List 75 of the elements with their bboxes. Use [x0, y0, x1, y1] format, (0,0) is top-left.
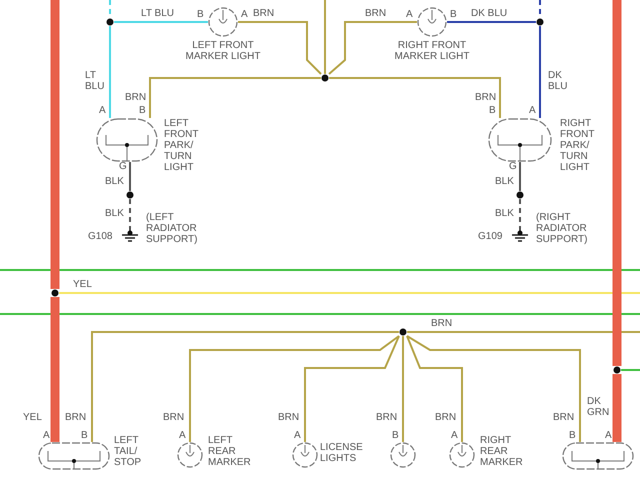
wire	[328, 21, 417, 75]
lamp-label: LEFT FRONT MARKER LIGHT	[184, 40, 262, 62]
lamp-label: RIGHT FRONT PARK/ TURN LIGHT	[560, 118, 594, 173]
lamp-label: LICENSE LIGHTS	[320, 442, 363, 464]
wire	[149, 77, 321, 118]
wire	[621, 369, 640, 371]
wire	[406, 336, 463, 442]
pin-label: A	[605, 430, 612, 441]
wire	[109, 26, 111, 118]
wire	[129, 199, 131, 228]
pin-label: A	[43, 430, 50, 441]
lamp-label: RIGHT REAR MARKER	[480, 435, 523, 468]
pin-label: A	[529, 105, 536, 116]
wire	[406, 335, 581, 442]
pin-label: B	[139, 105, 146, 116]
wire-label: YEL	[22, 412, 43, 423]
wire	[519, 199, 521, 228]
wire	[50, 297, 60, 442]
pin-label: B	[197, 9, 204, 20]
wire	[519, 162, 521, 191]
wire-label: BRN	[364, 8, 388, 19]
wire-label: BRN	[277, 412, 300, 423]
wire	[612, 374, 622, 442]
wire-label: BLK	[104, 208, 125, 219]
wire	[402, 336, 404, 442]
lamp-label: LEFT REAR MARKER	[208, 435, 251, 468]
pin-label: A	[179, 430, 186, 441]
wire-label: BRN	[474, 92, 498, 103]
wire-label: YEL	[72, 279, 93, 290]
wire	[407, 331, 640, 333]
pin-label: B	[392, 430, 399, 441]
wire-label: BRN	[124, 92, 148, 103]
lamp-label: LEFT FRONT PARK/ TURN LIGHT	[164, 118, 198, 173]
wire	[329, 77, 501, 118]
wire	[50, 0, 60, 289]
wire	[447, 21, 536, 23]
wire-label: BRN	[434, 412, 458, 423]
pin-label: B	[569, 430, 576, 441]
wire	[324, 0, 326, 74]
pin-label: A	[294, 430, 301, 441]
wire	[129, 162, 131, 191]
pin-label: G	[119, 161, 127, 172]
wire-label: BLK	[104, 176, 125, 187]
lamp-label: RIGHT FRONT MARKER LIGHT	[393, 40, 470, 62]
pin-label: G	[509, 161, 517, 172]
wire-label: BRN	[430, 318, 454, 329]
wire	[238, 21, 322, 75]
wire-label: BRN	[375, 412, 398, 423]
wire-label: LT BLU	[140, 8, 175, 19]
ground-label: (LEFT RADIATOR SUPPORT)	[146, 212, 198, 245]
wire-label: DK BLU	[470, 8, 508, 19]
pin-label: A	[451, 430, 458, 441]
wire-label: BRN	[162, 412, 186, 423]
wire-label: BRN	[252, 8, 276, 19]
ground-label: G109	[478, 231, 502, 242]
wire-label: BLK	[494, 208, 515, 219]
wire	[189, 335, 400, 442]
wire-label: BRN	[552, 412, 576, 423]
pin-label: B	[489, 105, 496, 116]
ground-label: G108	[88, 231, 112, 242]
pin-label: B	[81, 430, 88, 441]
wire	[539, 26, 541, 118]
wire-label: BLK	[494, 176, 515, 187]
pin-label: A	[241, 9, 248, 20]
wire	[304, 336, 400, 442]
pin-label: A	[99, 105, 106, 116]
wire	[91, 331, 399, 442]
pin-label: A	[406, 9, 413, 20]
ground-label: (RIGHT RADIATOR SUPPORT)	[536, 212, 588, 245]
wire	[114, 21, 208, 23]
lamp-label: LEFT TAIL/ STOP	[114, 435, 142, 468]
pin-label: B	[450, 9, 457, 20]
wire-label: BRN	[64, 412, 88, 423]
wire	[612, 0, 622, 366]
wire	[59, 292, 640, 294]
